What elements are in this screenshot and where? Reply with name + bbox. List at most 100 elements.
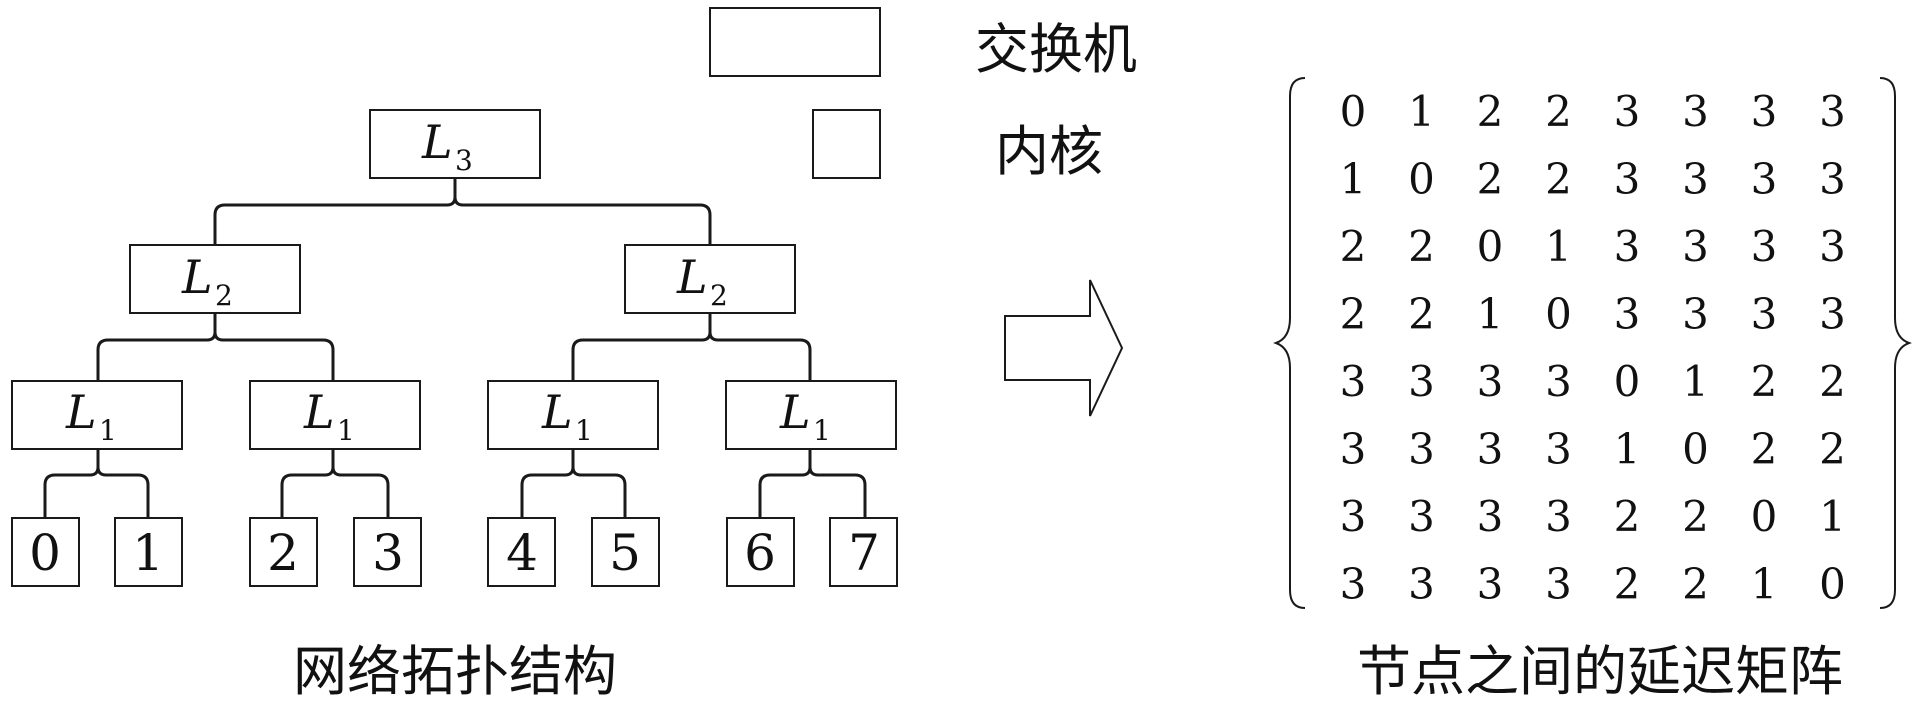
matrix-cell: 3	[1819, 155, 1846, 204]
core-box	[591, 517, 660, 587]
matrix-cell: 3	[1408, 357, 1435, 406]
legend-core-label: 内核	[995, 120, 1103, 183]
matrix-cell: 3	[1751, 222, 1778, 271]
link-l1a-core1	[96, 466, 150, 518]
link-l2a-l1a	[96, 313, 217, 381]
matrix-cell: 2	[1340, 290, 1367, 339]
matrix-cell: 2	[1751, 357, 1778, 406]
matrix-cell: 0	[1682, 425, 1709, 474]
matrix-cell: 3	[1614, 290, 1641, 339]
core-box	[353, 517, 422, 587]
core-label: 5	[609, 524, 641, 582]
matrix-cell: 3	[1340, 492, 1367, 541]
switch-l1-b: L 1	[249, 380, 421, 450]
switch-label-prefix: L	[676, 250, 708, 304]
matrix-cell: 2	[1751, 425, 1778, 474]
matrix-cell: 2	[1545, 155, 1572, 204]
switch-level: 3	[455, 144, 473, 177]
switch-l3: L 3	[369, 109, 541, 179]
matrix-cell: 2	[1477, 87, 1504, 136]
matrix-cell: 2	[1408, 290, 1435, 339]
left-brace	[1273, 77, 1306, 609]
matrix-cell: 0	[1545, 290, 1572, 339]
link-l1d-core7	[808, 466, 867, 518]
matrix-cell: 3	[1408, 492, 1435, 541]
matrix-cell: 2	[1682, 492, 1709, 541]
matrix-cell: 2	[1408, 222, 1435, 271]
link-l2b-l1d	[708, 331, 812, 381]
switch-level: 1	[99, 414, 117, 447]
matrix-cell: 1	[1682, 357, 1709, 406]
matrix-cell: 1	[1819, 492, 1846, 541]
matrix-cell: 3	[1751, 290, 1778, 339]
matrix-cell: 3	[1545, 425, 1572, 474]
matrix-cell: 1	[1751, 560, 1778, 609]
matrix-cell: 1	[1340, 155, 1367, 204]
switch-label-prefix: L	[181, 250, 213, 304]
matrix-cell: 0	[1408, 155, 1435, 204]
core-box	[487, 517, 556, 587]
link-l2b-l1c	[571, 313, 712, 381]
link-l3-l2-right	[453, 196, 712, 245]
matrix-cell: 3	[1340, 560, 1367, 609]
matrix-cell: 3	[1819, 222, 1846, 271]
matrix-cell: 3	[1682, 87, 1709, 136]
matrix-cell: 3	[1408, 560, 1435, 609]
matrix-cell: 3	[1408, 425, 1435, 474]
core-label: 2	[267, 524, 299, 582]
link-l1b-core2	[280, 449, 335, 518]
core-label: 3	[372, 524, 404, 582]
switch-level: 1	[813, 414, 831, 447]
switch-label-prefix: L	[541, 385, 573, 439]
matrix-cell: 2	[1477, 155, 1504, 204]
matrix-cell: 3	[1477, 560, 1504, 609]
link-l1c-core4	[520, 449, 575, 518]
right-brace	[1879, 77, 1912, 609]
matrix-cell: 3	[1614, 222, 1641, 271]
core-box	[114, 517, 183, 587]
switch-label-prefix: L	[779, 385, 811, 439]
link-l1b-core3	[331, 466, 390, 518]
matrix-cell: 2	[1819, 357, 1846, 406]
matrix-cell: 3	[1477, 425, 1504, 474]
core-label: 7	[848, 524, 880, 582]
switch-l2-left: L 2	[129, 244, 301, 314]
matrix-cell: 3	[1614, 87, 1641, 136]
switch-level: 1	[337, 414, 355, 447]
matrix-cell: 1	[1614, 425, 1641, 474]
matrix-cell: 0	[1819, 560, 1846, 609]
matrix-cell: 2	[1682, 560, 1709, 609]
matrix-cell: 2	[1545, 87, 1572, 136]
switch-label-prefix: L	[65, 385, 97, 439]
matrix-cell: 3	[1819, 290, 1846, 339]
legend-switch-label: 交换机	[975, 18, 1137, 81]
matrix-cell: 2	[1340, 222, 1367, 271]
link-l2a-l1b	[213, 331, 335, 381]
legend-switch-swatch	[709, 7, 881, 77]
switch-level: 2	[710, 279, 728, 312]
matrix-cell: 3	[1340, 357, 1367, 406]
switch-l1-d: L 1	[725, 380, 897, 450]
matrix-cell: 1	[1477, 290, 1504, 339]
matrix-cell: 0	[1751, 492, 1778, 541]
matrix-cell: 3	[1545, 357, 1572, 406]
matrix-cell: 3	[1682, 290, 1709, 339]
matrix-cell: 3	[1477, 492, 1504, 541]
matrix-cell: 3	[1682, 222, 1709, 271]
matrix-cell: 0	[1477, 222, 1504, 271]
link-l1d-core6	[758, 449, 812, 518]
matrix-caption: 节点之间的延迟矩阵	[1357, 640, 1843, 703]
matrix-cell: 3	[1545, 560, 1572, 609]
core-box	[11, 517, 80, 587]
switch-l1-a: L 1	[11, 380, 183, 450]
matrix-cell: 3	[1819, 87, 1846, 136]
matrix-cell: 3	[1545, 492, 1572, 541]
switch-l1-c: L 1	[487, 380, 659, 450]
matrix-cell: 2	[1614, 492, 1641, 541]
core-label: 6	[744, 524, 776, 582]
matrix-cell: 3	[1682, 155, 1709, 204]
legend-core-swatch	[812, 109, 881, 179]
link-l1a-core0	[43, 449, 100, 518]
